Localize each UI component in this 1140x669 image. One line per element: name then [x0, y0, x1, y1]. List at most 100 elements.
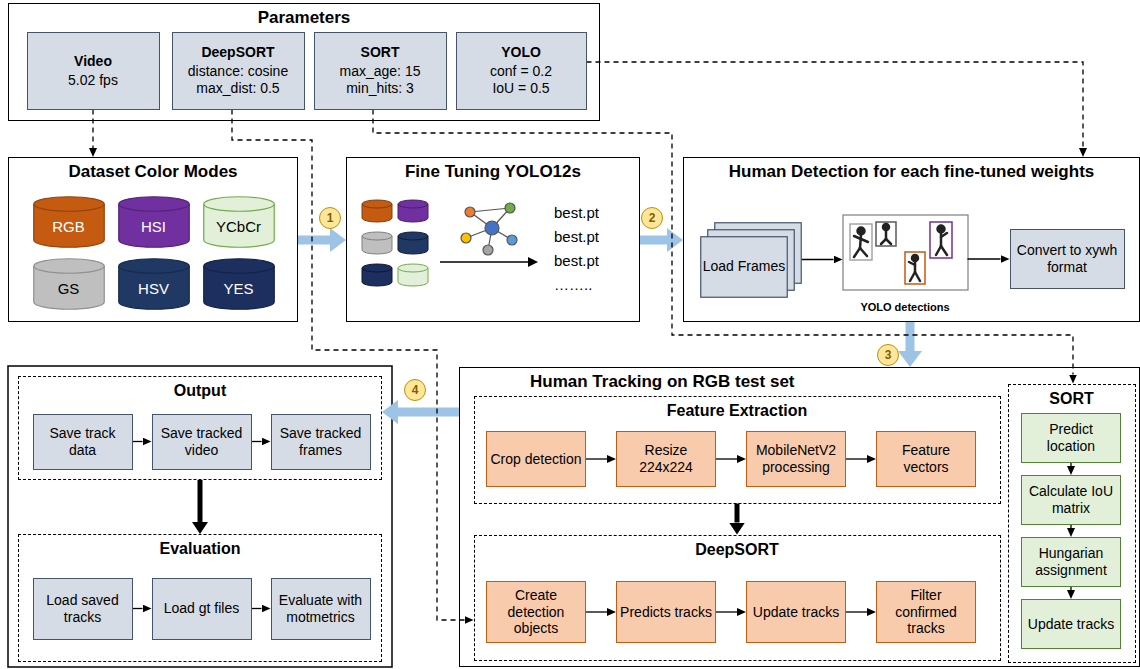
outer-frame [8, 366, 392, 667]
node-heading: SORT [361, 44, 400, 61]
connector [133, 441, 143, 442]
detection-picture [843, 215, 968, 290]
detection-picture [860, 235, 861, 248]
process-box: Load saved tracks [33, 578, 133, 640]
connector [398, 408, 459, 417]
detection-picture [885, 230, 888, 239]
node-text: IoU = 0.5 [492, 80, 549, 97]
cylinder-top [33, 258, 104, 273]
dataset-icon [362, 200, 428, 286]
node-heading: Load Frames [703, 258, 785, 275]
dashed-group: EvaluationLoad saved tracksLoad gt files… [18, 534, 382, 662]
detection-picture [910, 272, 915, 281]
connector [846, 611, 867, 612]
process-box: Update tracks [746, 581, 846, 643]
callout-number: 4 [404, 379, 426, 401]
detection-picture [930, 222, 952, 258]
process-box: Save track data [33, 414, 133, 470]
cylinder-top [203, 258, 274, 273]
network-icon [461, 203, 517, 255]
node-heading: Update tracks [753, 604, 839, 621]
dataset-icon [398, 232, 428, 240]
dataset-icon [398, 200, 428, 208]
detection-picture [854, 224, 947, 281]
cylinder-top [118, 258, 189, 273]
node-text: conf = 0.2 [490, 63, 552, 80]
detection-picture [938, 226, 945, 233]
detection-picture [886, 239, 891, 244]
node-heading: Hungarian assignment [1025, 545, 1117, 579]
node-heading: YOLO detections [860, 301, 949, 314]
dataset-icon [362, 232, 392, 240]
network-icon [505, 203, 515, 213]
detection-picture [843, 215, 968, 290]
detection-picture [854, 248, 860, 257]
node-heading: YOLO [501, 44, 541, 61]
cylinder-top [118, 196, 189, 211]
network-icon [465, 207, 475, 217]
process-box: Predict location [1021, 413, 1121, 463]
connector [846, 458, 867, 459]
process-box: Save tracked video [152, 414, 252, 470]
panel: Human Detection for each fine-tuned weig… [683, 157, 1140, 322]
network-icon [470, 208, 510, 212]
connector [232, 110, 465, 621]
parameter-box: DeepSORTdistance: cosinemax_dist: 0.5 [172, 32, 305, 110]
node-heading: Resize 224x224 [620, 442, 712, 476]
process-box: MobileNetV2 processing [746, 431, 846, 487]
connector [1070, 463, 1071, 466]
process-box: Update tracks [1021, 599, 1121, 649]
node-text: …….. [554, 276, 592, 294]
node-text: min_hits: 3 [346, 80, 414, 97]
node-heading: Predicts tracks [620, 604, 712, 621]
node-heading: SORT [1049, 389, 1093, 408]
dashed-group: Feature ExtractionCrop detection Resize 2… [474, 396, 1001, 504]
outer-frame [8, 366, 392, 667]
detection-picture [936, 246, 941, 255]
detection-picture [915, 272, 920, 281]
detection-picture [941, 233, 947, 237]
connector [716, 458, 737, 459]
node-heading: Feature Extraction [667, 401, 807, 420]
connector [252, 441, 262, 442]
dashed-group: SORTPredict locationCalculate IoU matrix… [1008, 384, 1136, 663]
node-heading: Load saved tracks [37, 592, 129, 626]
connector [906, 322, 915, 351]
connector [640, 236, 667, 245]
node-heading: Video [74, 53, 112, 70]
callout-number: 1 [319, 207, 341, 229]
connector [586, 611, 607, 612]
node-heading: DeepSORT [695, 540, 779, 559]
dataset-cylinder: HSV [118, 258, 190, 310]
dataset-icon [362, 200, 392, 208]
parameter-box: Video5.02 fps [27, 32, 160, 110]
node-heading: Convert to xywh format [1014, 242, 1121, 276]
cylinder-top [33, 196, 104, 211]
cylinder-top [203, 196, 274, 211]
process-box: Feature vectors [876, 431, 976, 487]
network-icon [507, 235, 517, 245]
network-icon [461, 233, 471, 243]
connector [587, 62, 1084, 148]
connector [92, 110, 93, 149]
node-heading: Save track data [37, 425, 129, 459]
callout-number: 3 [877, 344, 899, 366]
process-box: Evaluate with motmetrics [271, 578, 371, 640]
process-box: Save tracked frames [271, 414, 371, 470]
dataset-cylinder: RGB [33, 196, 105, 248]
node-text: best.pt [554, 204, 599, 222]
training-arrow [440, 257, 538, 267]
detection-image: YOLO detections [843, 215, 968, 315]
training-arrow [528, 257, 538, 267]
connector [1070, 587, 1071, 590]
connector [298, 236, 330, 245]
node-heading: Human Detection for each fine-tuned weig… [729, 162, 1095, 182]
node-text: best.pt [554, 252, 599, 270]
dataset-cylinder: YES [203, 258, 275, 310]
node-heading: Crop detection [490, 451, 581, 468]
detection-picture [914, 261, 917, 272]
node-heading: Save tracked video [156, 425, 248, 459]
node-text: max_dist: 0.5 [196, 80, 279, 97]
panel: Fine Tuning YOLO12sbest.ptbest.ptbest.pt… [346, 157, 640, 322]
connector [716, 611, 737, 612]
